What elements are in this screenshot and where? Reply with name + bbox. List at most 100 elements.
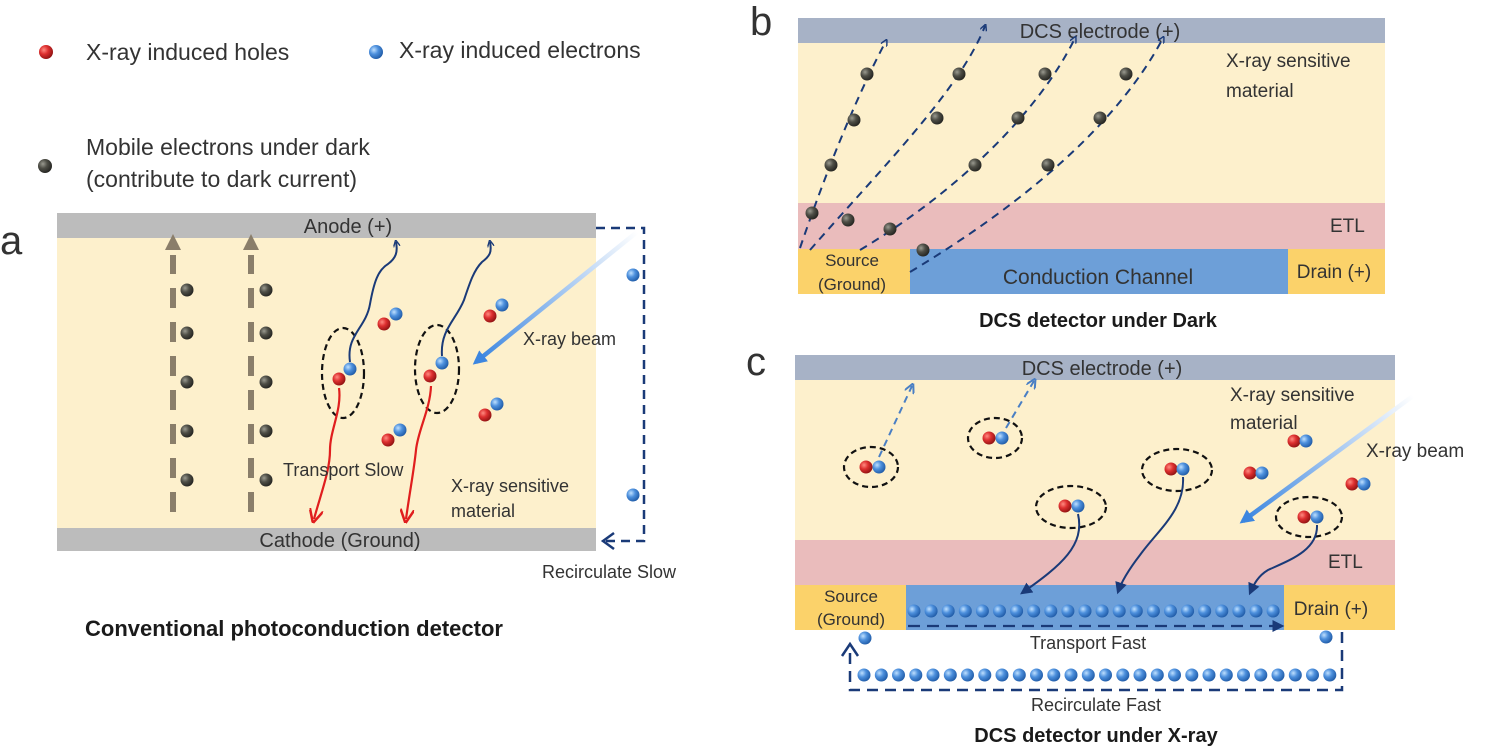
panel-c-electrode-label: DCS electrode (+) [1022, 358, 1183, 380]
panel-b-drain [1288, 249, 1385, 294]
dark-electron [1041, 158, 1055, 172]
electron [435, 356, 449, 370]
electron [1116, 668, 1130, 682]
electron [1232, 604, 1246, 618]
hole [423, 369, 437, 383]
xray-beam-arrow [472, 230, 639, 365]
recirculate-fast-loop [848, 632, 1344, 692]
hole-path-arrow [406, 385, 433, 519]
panel-a-letter: a [0, 219, 23, 263]
legend-dark-label-2: (contribute to dark current) [86, 166, 357, 192]
panel-c-xray-beam-label: X-ray beam [1366, 441, 1464, 462]
hole [982, 431, 996, 445]
electron [1150, 668, 1164, 682]
dark-electron [259, 283, 273, 297]
dark-electron [824, 158, 838, 172]
panel-b-source [798, 249, 910, 294]
transport-slow-label: Transport Slow [283, 460, 404, 480]
dark-electron [1093, 111, 1107, 125]
electron [907, 604, 921, 618]
electron [1237, 668, 1250, 682]
electron [1255, 466, 1269, 480]
electron [1299, 434, 1313, 448]
electron [1266, 604, 1280, 618]
cathode-label: Cathode (Ground) [259, 530, 420, 552]
electron [1099, 668, 1112, 682]
panel-b-caption: DCS detector under Dark [979, 310, 1218, 332]
cathode-electrode [57, 528, 596, 551]
electron [1133, 668, 1147, 682]
electron [1198, 604, 1212, 618]
panel-c-source [795, 585, 906, 630]
panel-c-dcs-electrode [795, 355, 1395, 380]
electron [1129, 604, 1143, 618]
dark-electron [952, 67, 966, 81]
panel-c-material-label-1: X-ray sensitive [1230, 385, 1355, 406]
electron [1064, 668, 1078, 682]
dark-flow-arrow [859, 38, 1075, 251]
panel-b-channel-label: Conduction Channel [1003, 266, 1193, 289]
anode-label: Anode (+) [304, 216, 392, 238]
electron [393, 423, 407, 437]
hole [1058, 499, 1072, 513]
electron [1202, 668, 1216, 682]
panel-c-etl [795, 540, 1395, 585]
electron [978, 668, 992, 682]
transport-fast-label: Transport Fast [1030, 633, 1146, 653]
electron [924, 604, 938, 618]
panel-b-letter: b [750, 0, 772, 44]
electron [1044, 604, 1058, 618]
electron [343, 362, 357, 376]
electron [1357, 477, 1371, 491]
legend-dark-electron-icon [38, 159, 52, 173]
xray-beam-arrow [1239, 394, 1415, 524]
pair-outline [1274, 495, 1344, 539]
panel-b-source-label-2: (Ground) [818, 275, 886, 294]
electron [490, 397, 504, 411]
recirculate-loop-arrow [596, 226, 646, 543]
hole [381, 433, 395, 447]
panel-b-dcs-electrode [798, 18, 1385, 43]
recirculate-arrowhead [600, 531, 615, 551]
hole [478, 408, 492, 422]
hole [1287, 434, 1301, 448]
electron [1219, 668, 1233, 682]
material-label-1: X-ray sensitive [451, 476, 569, 496]
electron [1176, 462, 1190, 476]
pair-outline [1034, 484, 1108, 530]
dark-electron [841, 213, 855, 227]
recirculating-electron [1319, 630, 1333, 644]
electron [1061, 604, 1075, 618]
panel-b: b DCS electrode (+) Source (Ground) Cond… [750, 0, 1385, 332]
dark-electron [180, 326, 194, 340]
electron [1164, 604, 1177, 618]
electron [909, 668, 923, 682]
panel-c-letter: c [746, 340, 766, 384]
drain-to-channel-arrow [1248, 524, 1319, 596]
electron [1010, 604, 1024, 618]
recirculate-fast-arrowhead [840, 641, 860, 657]
electron [389, 307, 403, 321]
panel-b-drain-label: Drain (+) [1297, 262, 1371, 283]
pair-outline [1140, 447, 1214, 493]
legend-electron-icon [369, 45, 383, 59]
electron [1012, 668, 1026, 682]
hole [1297, 510, 1311, 524]
electron [1078, 604, 1092, 618]
electron-path-arrow [440, 242, 491, 357]
dark-electron [259, 424, 273, 438]
recirculating-electron-row [857, 668, 1337, 682]
panel-c-material [795, 380, 1395, 540]
hole [377, 317, 391, 331]
material-label-2: material [451, 501, 515, 521]
electron [1254, 668, 1268, 682]
hole [1164, 462, 1178, 476]
dark-electron [259, 326, 273, 340]
hole-path-arrow [314, 387, 341, 519]
electron [1071, 499, 1085, 513]
electron [1288, 668, 1302, 682]
electron [995, 431, 1009, 445]
electron [1047, 668, 1061, 682]
dark-electron [916, 243, 930, 257]
